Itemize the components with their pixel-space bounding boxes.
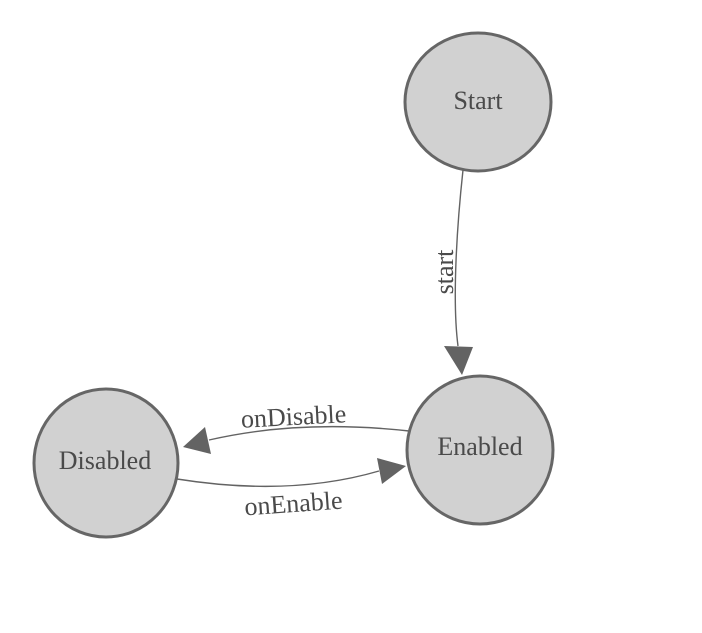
- state-circle-start: [403, 31, 553, 173]
- state-node-start: Start: [403, 31, 553, 173]
- edge-disabled-to-enabled: onEnable: [176, 458, 406, 522]
- edge-label-ondisable: onDisable: [240, 399, 347, 433]
- state-label-disabled: Disabled: [59, 446, 151, 475]
- state-label-enabled: Enabled: [437, 432, 522, 461]
- edge-start-to-enabled: start: [430, 169, 473, 375]
- arrowhead-right-icon: [377, 458, 406, 484]
- arrowhead-left-icon: [183, 427, 211, 454]
- edge-line-ondisable: [208, 425, 410, 441]
- edge-line-start: [454, 169, 464, 347]
- edge-label-onenable: onEnable: [243, 486, 343, 522]
- state-circle-enabled: [405, 374, 555, 526]
- state-circle-disabled: [32, 387, 180, 539]
- edge-enabled-to-disabled: onDisable: [183, 399, 410, 454]
- edge-line-onenable: [176, 470, 380, 488]
- state-label-start: Start: [453, 86, 503, 115]
- state-node-disabled: Disabled: [32, 387, 180, 539]
- state-node-enabled: Enabled: [405, 374, 555, 526]
- edge-label-start: start: [430, 249, 459, 295]
- arrowhead-down-icon: [444, 346, 473, 375]
